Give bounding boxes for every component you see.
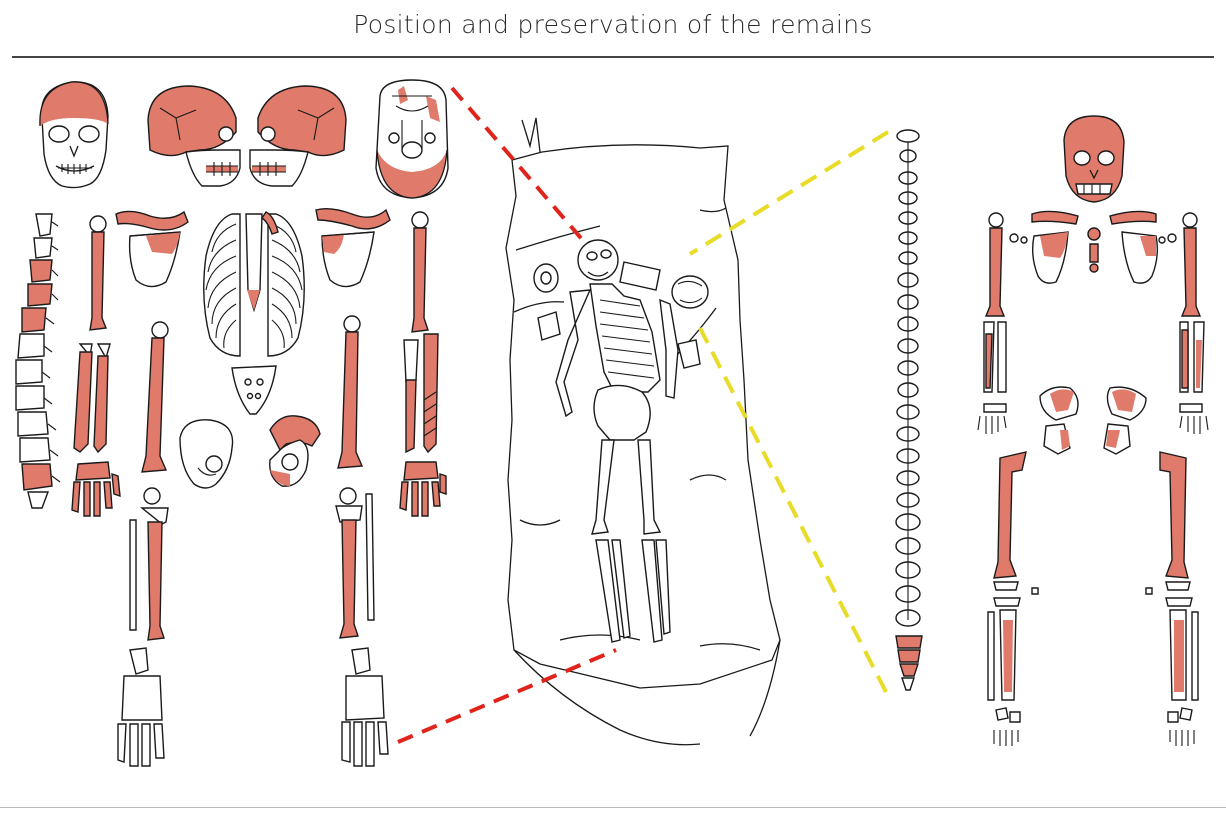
juvenile-clavicle-right <box>1110 211 1156 224</box>
patella-left-1 <box>144 488 160 504</box>
foot-right-1 <box>342 648 388 766</box>
leader-spine-top-yellow <box>690 132 888 254</box>
clavicle-left <box>116 211 188 230</box>
patella-right-1 <box>340 488 356 504</box>
juvenile-skeleton <box>978 116 1208 746</box>
juvenile-humerus-head-right <box>1183 213 1197 227</box>
disarticulated-adult-skeleton <box>16 80 448 766</box>
humerus-right-1 <box>412 212 428 332</box>
juvenile-hand-left <box>978 404 1006 434</box>
juvenile-sternum <box>1088 228 1100 240</box>
forearm-right-1 <box>404 334 438 452</box>
foot-left-1 <box>118 648 164 766</box>
juvenile-tibia-left <box>1003 620 1013 692</box>
forearm-left-1 <box>74 344 110 452</box>
juvenile-clavicle-left <box>1032 211 1078 224</box>
juvenile-hand-right <box>1180 404 1208 434</box>
juvenile-humerus-head-left <box>989 213 1003 227</box>
isolated-vertebral-column <box>896 130 922 690</box>
juvenile-skull <box>1064 116 1124 202</box>
juvenile-foot-left <box>994 708 1020 746</box>
os-coxae-left <box>180 420 233 488</box>
sacrum <box>232 366 276 414</box>
skull-basal <box>376 80 448 198</box>
femur-left-1 <box>142 322 168 472</box>
clavicle-right <box>316 209 390 229</box>
ribcage <box>204 212 305 356</box>
burial-grave-drawing <box>506 118 780 745</box>
juvenile-tibia-right <box>1174 620 1184 692</box>
scapula-left <box>130 232 180 287</box>
skull-frontal <box>40 82 108 188</box>
skull-lateral-left <box>148 86 240 186</box>
leader-skull-red <box>452 88 586 244</box>
juvenile-humerus-right <box>1182 228 1200 316</box>
skull-lateral-right <box>250 86 346 186</box>
femur-right-1 <box>338 316 362 468</box>
hand-left-1 <box>72 462 120 516</box>
skeleton-in-situ <box>556 240 678 642</box>
juvenile-foot-right <box>1168 708 1194 746</box>
juvenile-humerus-left <box>986 228 1004 316</box>
bottom-rule <box>0 807 1226 808</box>
juvenile-femur-right <box>1160 452 1188 578</box>
leader-foot-red <box>398 650 616 742</box>
scapula-right <box>322 232 374 287</box>
hand-right-1 <box>400 462 446 516</box>
tibia-right-1 <box>336 494 374 638</box>
tibia-left-1 <box>130 508 168 640</box>
vertebral-column-lateral <box>16 214 60 508</box>
os-coxae-right <box>270 416 320 486</box>
humerus-left-1 <box>90 216 106 330</box>
juvenile-forearm-right <box>1182 330 1188 388</box>
juvenile-femur-left <box>994 452 1026 578</box>
juvenile-vertebra <box>1090 244 1098 262</box>
leader-spine-bottom-yellow <box>700 328 886 692</box>
